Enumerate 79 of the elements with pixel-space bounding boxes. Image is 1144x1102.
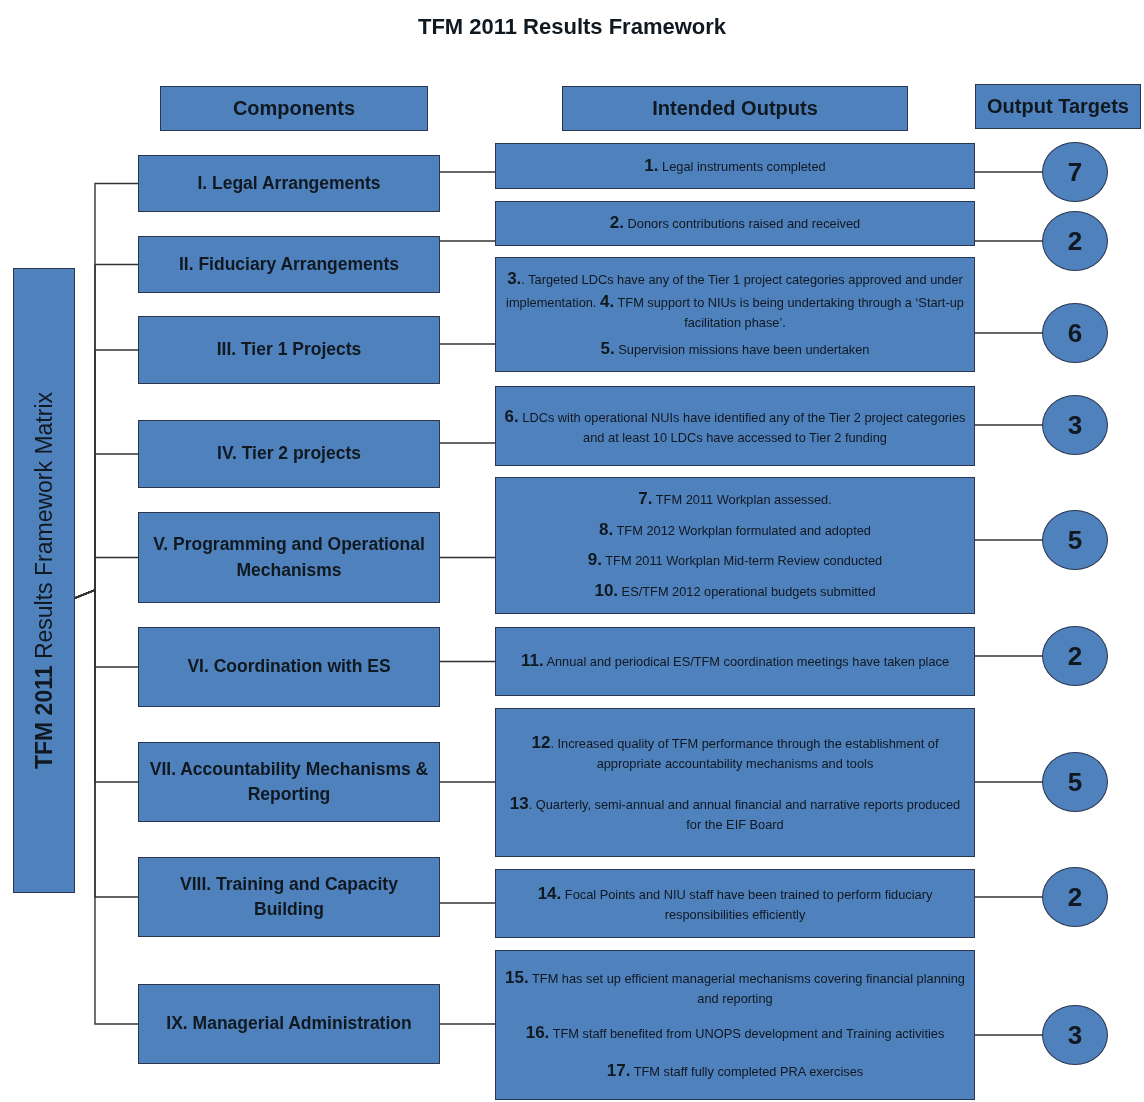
connector-line: [974, 896, 1043, 898]
matrix-box: [13, 268, 75, 893]
connector-line: [974, 424, 1043, 426]
diagram-title: TFM 2011 Results Framework: [416, 14, 728, 40]
target-number: 5: [1067, 766, 1083, 798]
connector-line: [439, 442, 496, 444]
output-text: 11. Annual and periodical ES/TFM coordination meetings have taken place: [520, 650, 950, 673]
output-text: 6. LDCs with operational NUIs have identified any of the Tier 2 project categories and at least 10 LDCs have accessed to Tier 2 funding: [504, 405, 966, 447]
output-box: [495, 950, 975, 1100]
output-text: 14. Focal Points and NIU staff have been trained to perform fiduciary responsibilities efficiently: [536, 883, 934, 924]
component-box: [138, 316, 440, 384]
column-header: [160, 86, 428, 131]
output-text: 5. Supervision missions have been undertaken: [600, 338, 870, 361]
matrix-label: TFM 2011 Results Framework Matrix: [30, 392, 58, 769]
connector-line: [974, 655, 1043, 657]
component-label: VI. Coordination with ES: [186, 655, 392, 679]
connector-line: [439, 781, 496, 783]
connector-line: [439, 240, 496, 242]
output-text: 15. TFM has set up efficient managerial mechanisms covering financial planning and reporting: [504, 967, 966, 1008]
connector-line: [439, 171, 496, 173]
component-box: [138, 742, 440, 822]
connector-line: [439, 660, 496, 663]
output-box: [495, 477, 975, 614]
output-text: 1. Legal instruments completed: [644, 154, 826, 177]
target-number: 2: [1067, 640, 1083, 672]
header-label: Components: [232, 97, 356, 120]
connector-line: [974, 539, 1043, 541]
output-text: 9. TFM 2011 Workplan Mid-term Review conducted: [587, 549, 883, 572]
connector-line: [439, 343, 496, 345]
connector-line: [974, 1034, 1043, 1036]
connector-line: [439, 902, 496, 904]
output-text: 10. ES/TFM 2012 operational budgets submitted: [594, 580, 876, 603]
connector-line: [974, 171, 1043, 173]
connector-line: [974, 240, 1043, 242]
output-box: [495, 627, 975, 696]
target-number: 6: [1067, 317, 1083, 349]
column-header: [975, 84, 1141, 129]
output-text: 2. Donors contributions raised and received: [609, 212, 861, 235]
output-text: 3.. Targeted LDCs have any of the Tier 1 project categories approved and under implementation. 4. TFM support to NIUs is being undertaking through a ‘Start-up facilitation phase’.: [505, 267, 965, 331]
component-label: IV. Tier 2 projects: [216, 442, 362, 466]
output-box: [495, 386, 975, 466]
output-box: [495, 708, 975, 857]
component-label: II. Fiduciary Arrangements: [177, 252, 401, 276]
connector-line: [974, 781, 1043, 783]
component-label: V. Programming and Operational Mechanisms: [152, 533, 426, 582]
component-label: I. Legal Arrangements: [196, 171, 382, 195]
target-number: 3: [1067, 409, 1083, 441]
component-box: [138, 155, 440, 212]
target-number: 7: [1067, 156, 1083, 188]
output-box: [495, 869, 975, 938]
output-text: 8. TFM 2012 Workplan formulated and adopted: [599, 518, 871, 541]
header-label: Output Targets: [987, 95, 1129, 118]
component-box: [138, 236, 440, 293]
component-label: VIII. Training and Capacity Building: [179, 872, 399, 921]
connector-line: [439, 1023, 496, 1025]
output-box: [495, 143, 975, 189]
target-number: 5: [1067, 524, 1083, 556]
component-box: [138, 984, 440, 1064]
output-text: 7. TFM 2011 Workplan assessed.: [638, 487, 832, 510]
component-label: VII. Accountability Mechanisms & Reporting: [148, 757, 430, 806]
component-box: [138, 420, 440, 488]
connector-line: [439, 556, 496, 559]
output-text: 12. Increased quality of TFM performance through the establishment of appropriate accountability mechanisms and tools: [530, 731, 940, 773]
header-label: Intended Outputs: [652, 97, 818, 120]
output-text: 16. TFM staff benefited from UNOPS development and Training activities: [525, 1022, 945, 1045]
target-number: 2: [1067, 881, 1083, 913]
output-box: [495, 201, 975, 246]
output-box: [495, 257, 975, 372]
target-number: 3: [1067, 1019, 1083, 1051]
component-label: IX. Managerial Administration: [165, 1012, 413, 1036]
component-box: [138, 627, 440, 707]
column-header: [562, 86, 908, 131]
target-number: 2: [1067, 225, 1083, 257]
connector-line: [974, 332, 1043, 334]
output-text: 13. Quarterly, semi-annual and annual financial and narrative reports produced for the EIF Board: [508, 792, 962, 834]
component-box: [138, 857, 440, 937]
component-box: [138, 512, 440, 603]
component-label: III. Tier 1 Projects: [215, 338, 363, 362]
output-text: 17. TFM staff fully completed PRA exercises: [606, 1059, 864, 1082]
